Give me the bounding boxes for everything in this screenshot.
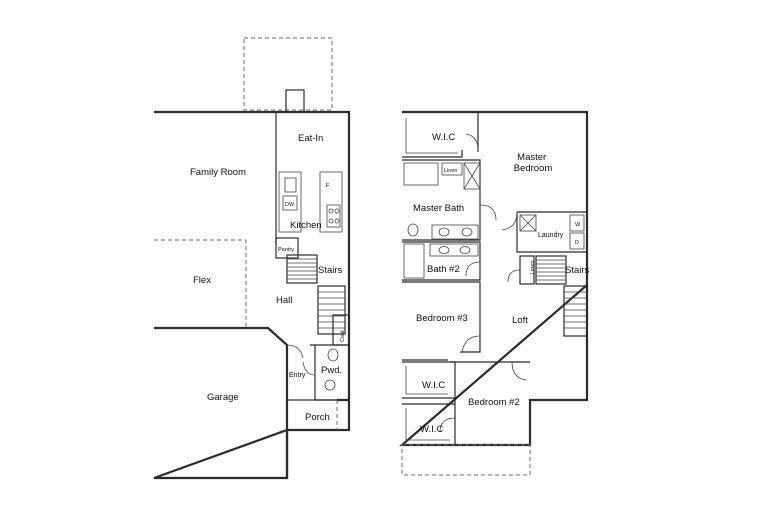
laundry-sink	[519, 214, 537, 232]
master-bedroom-text-line2: Bedroom	[514, 163, 553, 174]
toilet	[327, 348, 339, 362]
second-floor-exterior-wall	[399, 110, 589, 447]
stairs-label-2: Stairs	[565, 265, 590, 276]
porch-label: Porch	[305, 412, 330, 423]
laundry-door	[501, 211, 518, 231]
linen-top-label: Linen	[444, 168, 457, 174]
bath2-door	[465, 261, 481, 277]
wic-door	[439, 417, 456, 433]
bedroom3-door	[461, 335, 481, 353]
stairs-block-2	[535, 255, 567, 285]
powder-sink	[324, 379, 336, 391]
bedroom2-door	[511, 361, 527, 381]
master-bedroom-door	[465, 133, 479, 151]
second-floor-plan: W.I.C Master Bedroom Linen Master Bath L…	[399, 110, 590, 476]
linen-side-label: Linen	[530, 261, 536, 274]
dryer-label: D	[575, 240, 579, 246]
bath2-wall	[402, 241, 481, 281]
fridge-label: F	[326, 183, 330, 189]
porch-area	[286, 399, 350, 431]
linen-top-closet	[441, 162, 463, 176]
fireplace	[285, 89, 305, 113]
first-floor-exterior-wall	[153, 110, 351, 480]
eat-in-label: Eat-In	[298, 133, 323, 144]
garage-label: Garage	[207, 392, 239, 403]
sink	[284, 177, 297, 193]
bedroom3-wall	[402, 281, 481, 361]
bath2-label: Bath #2	[427, 264, 460, 275]
stairs-lower-2	[563, 285, 588, 337]
loft-label: Loft	[512, 315, 528, 326]
tub-master	[403, 162, 439, 186]
wic-mid-wall	[402, 361, 456, 399]
master-bath-wall	[402, 159, 481, 241]
master-bath-door	[479, 204, 497, 221]
stairs-block	[286, 254, 318, 284]
entry-door-swing	[286, 344, 304, 359]
flex-label: Flex	[193, 275, 211, 286]
powder-label: Pwd.	[321, 365, 342, 376]
dishwasher-label: DW	[285, 202, 295, 208]
washer-label: W	[575, 222, 581, 228]
wic-mid-label: W.I.C	[422, 380, 445, 391]
vanity-bath2	[429, 243, 479, 257]
stairs-label-1: Stairs	[318, 265, 343, 276]
lower-roof-outline	[401, 444, 531, 476]
washer	[569, 214, 585, 232]
garage-wall	[154, 326, 289, 478]
family-room-label: Family Room	[190, 167, 246, 178]
flex-room-outline	[154, 239, 247, 328]
entry-label: Entry	[289, 372, 306, 379]
shower	[463, 162, 481, 190]
bedroom3-label: Bedroom #3	[416, 313, 468, 324]
tub-bath2	[403, 243, 425, 279]
range	[326, 204, 341, 228]
first-floor-plan: Family Room Eat-In Kitchen Pantry DW F S…	[153, 37, 351, 480]
bedroom2-label: Bedroom #2	[468, 397, 520, 408]
dryer	[569, 232, 585, 250]
kitchen-counter-right	[319, 171, 343, 233]
pantry-label: Pantry	[278, 247, 294, 253]
linen-side-door	[507, 269, 521, 283]
master-bedroom-label: Master Bedroom	[514, 152, 553, 174]
wic-top-label: W.I.C	[432, 132, 455, 143]
master-bath-label: Master Bath	[413, 203, 464, 214]
laundry-wall	[516, 211, 587, 253]
rear-patio-outline	[243, 37, 333, 111]
vanity-master	[431, 224, 479, 240]
coat-label: Coat	[340, 330, 346, 342]
kitchen-counter	[278, 171, 302, 233]
hall-label: Hall	[276, 295, 292, 306]
dishwasher	[282, 195, 298, 211]
bedroom2-wall	[450, 361, 530, 445]
master-bedroom-text: Master	[517, 152, 546, 163]
wic-bottom-label: W.I.C	[420, 424, 443, 435]
kitchen-label: Kitchen	[290, 220, 322, 231]
toilet-master	[407, 223, 419, 237]
laundry-label: Laundry	[538, 232, 564, 239]
